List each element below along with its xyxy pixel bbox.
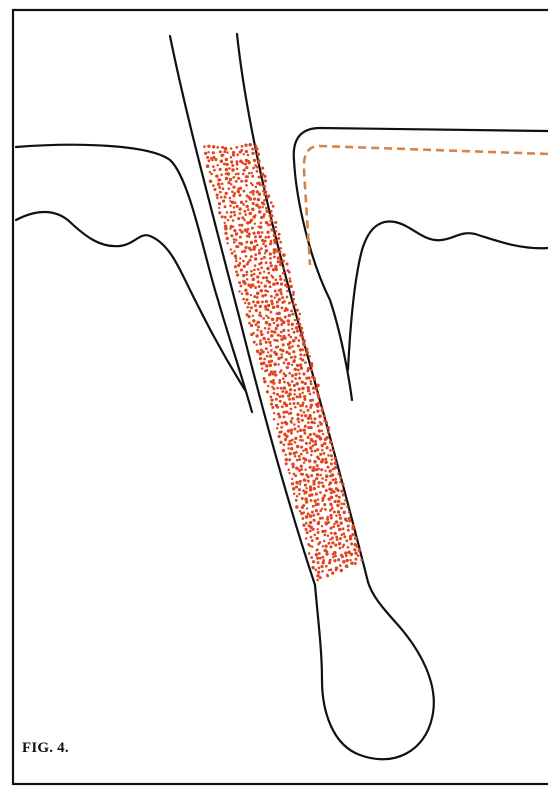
skin-surface-right: [294, 128, 548, 400]
hair-shaft-left-edge: [170, 36, 315, 585]
hair-bulb: [315, 582, 434, 759]
dermal-border-right: [348, 222, 548, 370]
dermal-border-left: [16, 212, 245, 390]
skin-surface-left: [16, 145, 252, 412]
figure-caption: FIG. 4.: [22, 740, 69, 757]
cuticle-dashed-line: [304, 146, 548, 265]
